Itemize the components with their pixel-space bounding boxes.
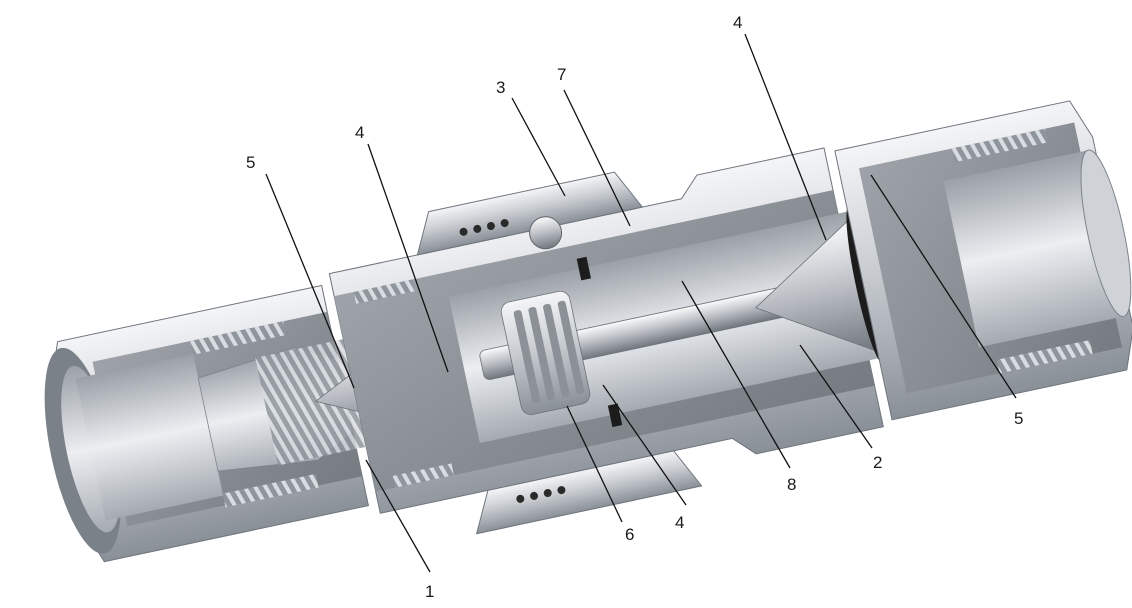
- callout-6: 6: [625, 525, 634, 544]
- callout-7: 7: [557, 65, 566, 84]
- leader-8: [681, 280, 791, 469]
- callout-labels: 1 2 3 4 4 4 5 5 6 7 8: [246, 13, 1023, 601]
- leader-5a: [265, 173, 355, 389]
- right-nut: [834, 100, 1132, 421]
- callout-1: 1: [425, 582, 434, 601]
- locking-ball: [529, 216, 563, 250]
- leader-3: [511, 97, 566, 197]
- leader-4c: [744, 33, 827, 241]
- leader-4a: [367, 143, 449, 373]
- valve-stem: [479, 275, 847, 415]
- callout-5a: 5: [246, 153, 255, 172]
- leader-4b: [602, 384, 687, 506]
- leader-6: [566, 405, 623, 523]
- leader-2: [799, 344, 873, 449]
- leader-7: [563, 89, 631, 227]
- callout-2: 2: [873, 453, 882, 472]
- callout-5b: 5: [1014, 409, 1023, 428]
- callout-4a: 4: [355, 123, 364, 142]
- coupling-body: [44, 100, 1132, 563]
- callout-8: 8: [787, 475, 796, 494]
- callout-3: 3: [496, 78, 505, 97]
- callout-4b: 4: [675, 513, 684, 532]
- locking-sleeve: [416, 171, 644, 256]
- leader-5b: [870, 174, 1017, 399]
- callout-leaders: [265, 33, 1017, 573]
- callout-4c: 4: [733, 13, 742, 32]
- leader-1: [365, 459, 431, 573]
- spring-coils: [459, 219, 566, 503]
